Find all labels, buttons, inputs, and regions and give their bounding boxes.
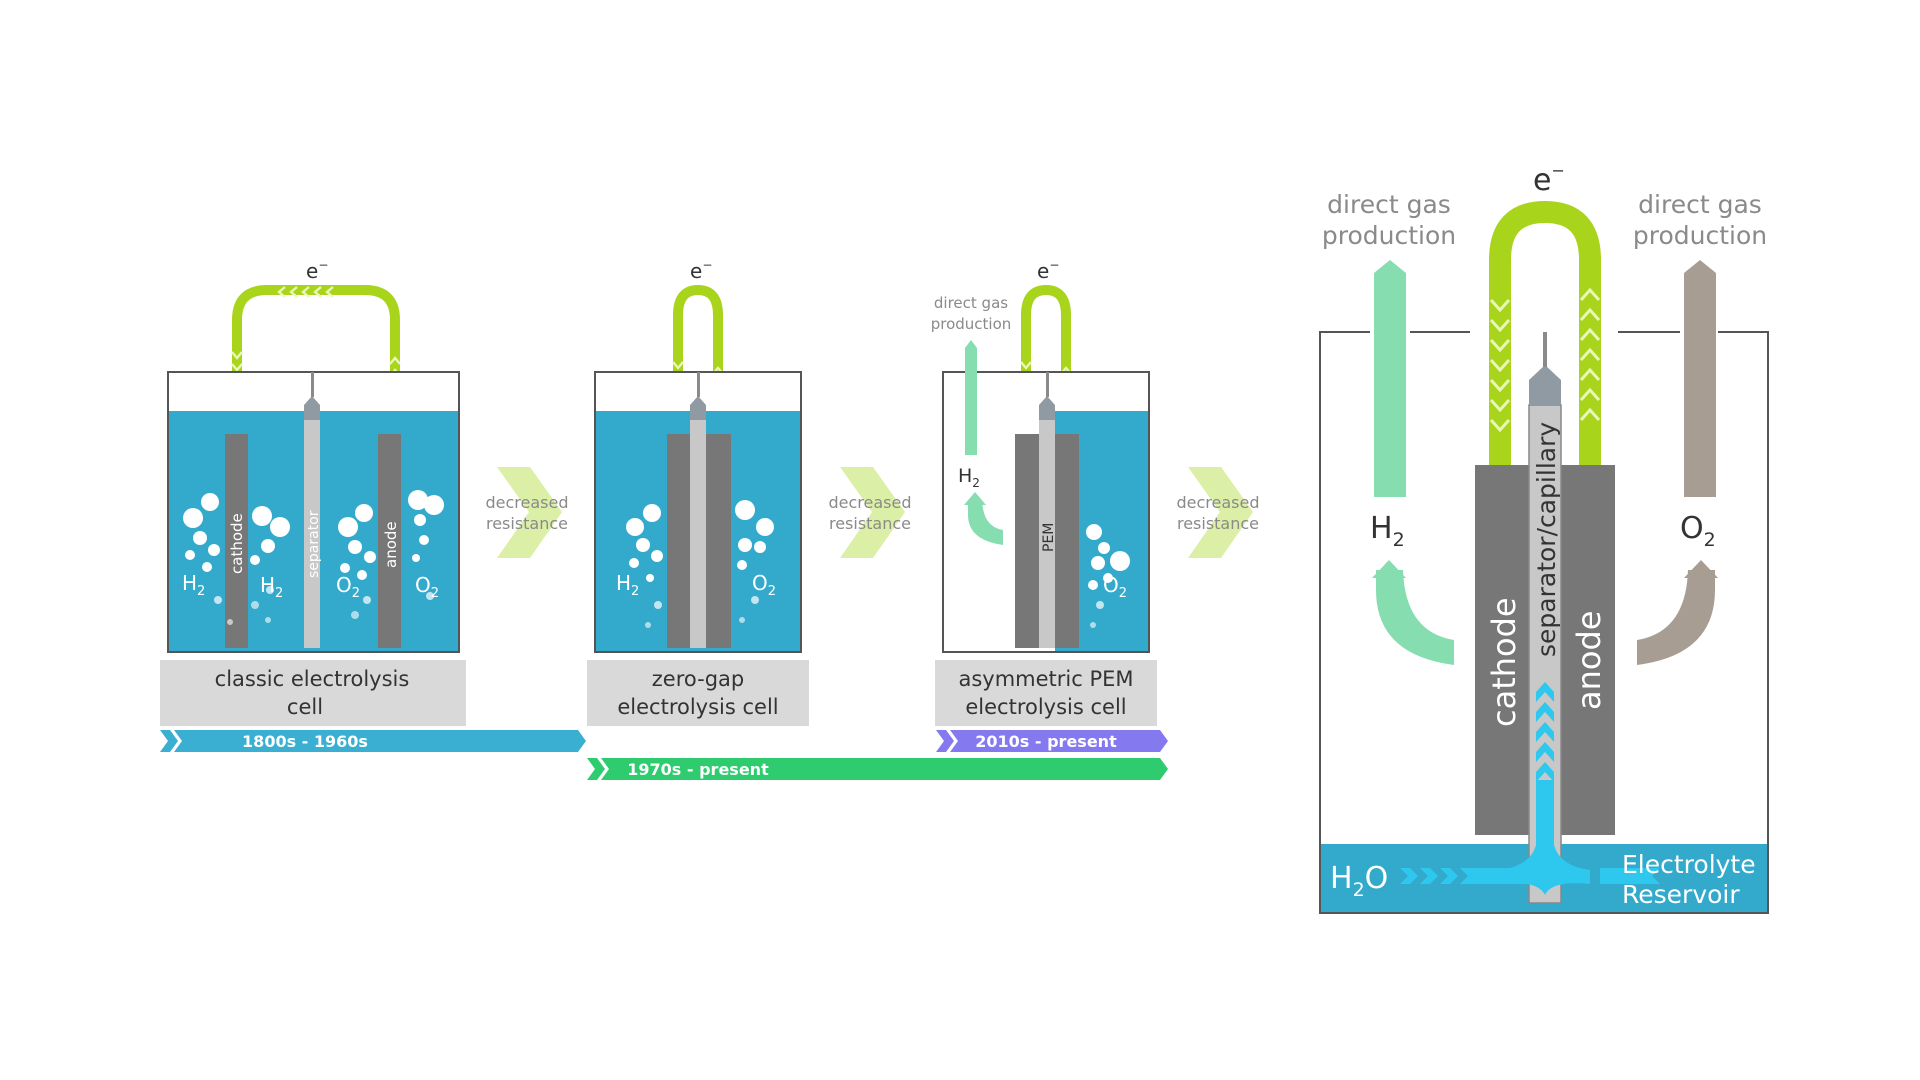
detail-cell: H2O Electrolyte Reservoir e−	[1319, 161, 1769, 914]
detail-o2-pipe-lower	[1637, 570, 1715, 665]
timeline: 1800s - 1960s 1970s - present 2010s - pr…	[160, 730, 1168, 780]
classic-cathode-label: cathode	[228, 513, 246, 574]
classic-separator-label: separator	[306, 510, 322, 578]
zero-gap-title-line1: zero-gap	[652, 667, 744, 691]
detail-capillary-flow	[1500, 780, 1590, 895]
timeline-era2-bar	[587, 758, 1168, 780]
pem-cell: H2 direct gas production PEM O2 e− asymm…	[931, 258, 1157, 726]
detail-o2-gas-line2: production	[1633, 221, 1767, 250]
classic-h2-left: H2	[182, 571, 205, 599]
detail-wire-arrows	[1489, 287, 1601, 433]
zero-gap-bubbles	[626, 500, 774, 628]
detail-h2-label: H2	[1370, 511, 1405, 551]
arrow1-line2: resistance	[486, 514, 568, 533]
detail-cathode-label: cathode	[1485, 597, 1523, 727]
classic-electron-label: e−	[306, 258, 328, 283]
zero-gap-wire	[673, 284, 723, 435]
detail-separator-label: separator/capillary	[1532, 422, 1561, 657]
pem-o2-label: O2	[1103, 573, 1127, 601]
zero-gap-o2: O2	[752, 571, 776, 599]
pem-wire	[1021, 284, 1071, 435]
zero-gap-anode	[706, 434, 731, 648]
classic-separator	[304, 420, 320, 648]
zero-gap-separator	[690, 420, 706, 648]
detail-electron-label: e−	[1533, 161, 1565, 198]
classic-h2-right: H2	[260, 573, 283, 601]
classic-anode	[378, 434, 401, 648]
arrow2-line2: resistance	[829, 514, 911, 533]
zero-gap-cathode	[667, 434, 692, 648]
detail-reservoir-line1: Electrolyte	[1622, 850, 1756, 879]
detail-o2-gas-line1: direct gas	[1638, 190, 1762, 219]
detail-cathode	[1475, 465, 1532, 835]
timeline-era1-label: 1800s - 1960s	[242, 732, 368, 751]
pem-title-line2: electrolysis cell	[965, 695, 1126, 719]
pem-membrane	[1039, 420, 1055, 648]
detail-h2-gas-line1: direct gas	[1327, 190, 1451, 219]
pem-gas-line1: direct gas	[934, 294, 1008, 312]
detail-h2o-label: H2O	[1330, 861, 1388, 901]
timeline-era3-label: 2010s - present	[975, 732, 1117, 751]
pem-h2-label: H2	[958, 465, 980, 490]
detail-anode	[1558, 465, 1615, 835]
detail-h2-gas-line2: production	[1322, 221, 1456, 250]
classic-cell: cathode separator anode H2 H2 O2 O2 e− c…	[160, 258, 466, 726]
resistance-arrow-3: decreased resistance	[1176, 467, 1260, 558]
pem-title-line1: asymmetric PEM	[958, 667, 1133, 691]
detail-wire	[1489, 200, 1601, 465]
arrow3-line2: resistance	[1177, 514, 1259, 533]
detail-container	[1319, 331, 1769, 914]
pem-gas-line2: production	[931, 315, 1012, 333]
classic-bubbles	[183, 490, 444, 625]
detail-separator-tip	[1529, 365, 1561, 405]
arrow1-line1: decreased	[485, 493, 568, 512]
classic-title-line1: classic electrolysis	[215, 667, 410, 691]
zero-gap-electron-label: e−	[690, 258, 712, 283]
zero-gap-cell: H2 O2 e− zero-gap electrolysis cell	[587, 258, 809, 726]
classic-anode-label: anode	[382, 521, 400, 568]
pem-title-box	[935, 660, 1157, 726]
classic-o2-left: O2	[336, 573, 360, 601]
classic-title-line2: cell	[287, 695, 323, 719]
detail-h2-pipe-lower	[1376, 570, 1454, 665]
classic-title-box	[160, 660, 466, 726]
resistance-arrow-2: decreased resistance	[828, 467, 912, 558]
timeline-era1-bar	[160, 730, 586, 752]
pem-h2-pipe-upper	[965, 340, 977, 455]
classic-separator-tip	[304, 396, 320, 420]
zero-gap-title-line2: electrolysis cell	[617, 695, 778, 719]
detail-o2-pipe-upper	[1684, 260, 1716, 497]
arrow2-line1: decreased	[828, 493, 911, 512]
classic-cathode	[225, 434, 248, 648]
pem-membrane-label: PEM	[1041, 523, 1057, 552]
pem-h2-pipe-lower	[968, 500, 1003, 545]
detail-o2-label: O2	[1680, 511, 1716, 551]
detail-anode-label: anode	[1570, 611, 1608, 710]
pem-electron-label: e−	[1037, 258, 1059, 283]
timeline-era3-bar	[936, 730, 1168, 752]
pem-cathode	[1015, 434, 1039, 648]
resistance-arrow-1: decreased resistance	[485, 467, 569, 558]
zero-gap-h2: H2	[616, 571, 639, 599]
timeline-era2-label: 1970s - present	[627, 760, 769, 779]
pem-anode	[1055, 434, 1079, 648]
detail-capillary-arrows	[1536, 682, 1554, 782]
detail-h2-pipe-upper	[1374, 260, 1406, 497]
detail-reservoir-line2: Reservoir	[1622, 880, 1740, 909]
zero-gap-title-box	[587, 660, 809, 726]
pem-bubbles	[1086, 524, 1130, 628]
classic-o2-right: O2	[415, 573, 439, 601]
arrow3-line1: decreased	[1176, 493, 1259, 512]
